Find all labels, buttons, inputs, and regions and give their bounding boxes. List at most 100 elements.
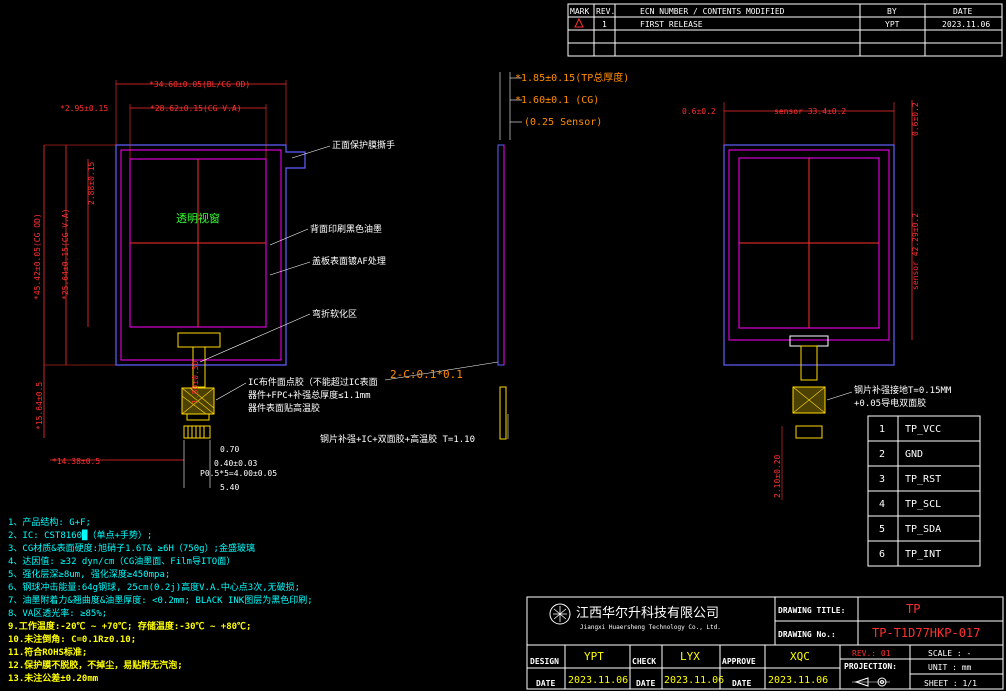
- front-view: 透明视窗 *34.60±0.05(BL/CG OD) *28.62±0.15(C…: [33, 80, 395, 492]
- sheet-label: SHEET : 1/1: [924, 679, 977, 688]
- rev-row-contents: FIRST RELEASE: [640, 20, 703, 29]
- date-check: 2023.11.06: [664, 675, 724, 686]
- date-design: 2023.11.06: [568, 675, 628, 686]
- rev-row-date: 2023.11.06: [942, 20, 990, 29]
- dim-chamfer: 2-C:0.1*0.1: [390, 368, 463, 381]
- callout-grounding-stiffener: 钢片补强接地T=0.15MM: [854, 384, 952, 396]
- dim-cg-od-width: *34.60±0.05(BL/CG OD): [149, 80, 250, 89]
- back-view: 0.6±0.2 sensor 33.4±0.2 0.6±0.2 sensor 4…: [682, 100, 952, 500]
- drawing-no-label: DRAWING No.:: [778, 630, 836, 639]
- design-label: DESIGN: [530, 657, 559, 666]
- note-line: 10.未注倒角: C=0.1Rz0.10;: [8, 633, 136, 645]
- dim-inner-top: 2.88±0.15: [87, 161, 96, 205]
- note-line: 7、油墨附着力&翘曲度&油墨厚度: <0.2mm; BLACK INK图层为黑色…: [8, 594, 313, 606]
- callout-stiffener: 钢片补强+IC+双面胶+高温胶 T=1.10: [320, 433, 475, 445]
- pin-name: TP_RST: [905, 474, 941, 485]
- dim-fpc-length: 1.80±0.30: [191, 360, 200, 404]
- date-label-check: DATE: [636, 679, 655, 688]
- rev-header-mark: MARK: [570, 7, 589, 16]
- dim-cg-va-height: *25.64±0.15(CG V.A): [61, 208, 70, 300]
- check-label: CHECK: [632, 657, 656, 666]
- callout-ic-glue-2: 器件+FPC+补强总厚度≤1.1mm: [248, 389, 371, 401]
- dim-sensor-height: sensor 42.29±0.2: [911, 213, 920, 290]
- rev-row-by: YPT: [885, 20, 900, 29]
- pin-table: 1 TP_VCC 2 GND 3 TP_RST 4 TP_SCL 5 TP_SD…: [867, 415, 981, 567]
- dim-back-left: 0.6±0.2: [682, 107, 716, 116]
- check-by: LYX: [680, 650, 700, 663]
- dim-pin-0-40: 0.40±0.03: [214, 459, 258, 468]
- note-line: 4、达因值: ≥32 dyn/cm（CG油墨面、Film导ITO面）: [8, 555, 235, 567]
- date-label-approve: DATE: [732, 679, 751, 688]
- callout-conductive-tape: +0.05导电双面胶: [854, 397, 926, 409]
- projection-symbol-icon: [852, 677, 890, 687]
- projection-label: PROJECTION:: [844, 662, 897, 671]
- note-line: 5、强化层深≥8um, 强化深度≥450mpa;: [8, 568, 170, 580]
- dim-cg-od-height: *45.42±0.05(CG OD): [33, 213, 42, 300]
- dim-back-top: 0.6±0.2: [911, 102, 920, 136]
- notes-block: 1、产品结构: G+F; 2、IC: CST8160█（单点+手势）; 3、CG…: [8, 516, 313, 684]
- callout-black-ink: 背面印刷黑色油墨: [310, 223, 382, 235]
- dim-back-fpc: 2.10±0.20: [773, 454, 782, 498]
- pin-number: 5: [879, 524, 885, 535]
- note-line: 6、钢球冲击能量:64g钢球, 25cm(0.2j)高度V.A.中心点3次,无破…: [8, 581, 300, 593]
- transparent-window-label: 透明视窗: [176, 211, 220, 225]
- pin-name: GND: [905, 449, 923, 460]
- approve-label: APPROVE: [722, 657, 756, 666]
- callout-af-coating: 盖板表面镀AF处理: [312, 255, 386, 267]
- unit-label: UNIT : mm: [928, 663, 972, 672]
- pin-name: TP_SCL: [905, 499, 941, 510]
- dim-cg-va-width: *28.62±0.15(CG V.A): [150, 104, 242, 113]
- pin-name: TP_INT: [905, 549, 941, 560]
- rev-header-date: DATE: [953, 7, 972, 16]
- scale-label: SCALE : -: [928, 649, 971, 658]
- dim-fpc-width: 5.40: [220, 483, 239, 492]
- approve-by: XQC: [790, 650, 810, 663]
- company-logo-icon: [549, 603, 571, 625]
- design-by: YPT: [584, 650, 604, 663]
- note-line: 12.保护膜不脱胶，不掉尘，易贴附无汽泡;: [8, 659, 183, 671]
- rev-header-contents: ECN NUMBER / CONTENTS MODIFIED: [640, 7, 785, 16]
- callout-bend-area: 弯折软化区: [312, 308, 357, 320]
- note-line: 9.工作温度:-20℃ ~ +70℃; 存储温度:-30℃ ~ +80℃;: [8, 620, 251, 632]
- revision-label: REV.: 01: [852, 649, 891, 658]
- note-line: 3、CG材质&表面硬度:旭硝子1.6T& ≥6H（750g）;金盛玻璃: [8, 542, 255, 554]
- dim-total-height: *15.64±0.5: [35, 382, 44, 430]
- rev-row-rev: 1: [602, 20, 607, 29]
- company-name-cn: 江西华尔升科技有限公司: [576, 606, 719, 621]
- dim-fpc-offset: *14.38±0.5: [52, 457, 100, 466]
- drawing-no-value: TP-T1D77HKP-017: [872, 626, 980, 640]
- date-label-design: DATE: [536, 679, 555, 688]
- revision-table: MARK REV. ECN NUMBER / CONTENTS MODIFIED…: [567, 3, 1003, 57]
- pin-name: TP_SDA: [905, 524, 941, 535]
- drawing-title-label: DRAWING TITLE:: [778, 606, 845, 615]
- pin-number: 4: [879, 499, 885, 510]
- drawing-title-value: TP: [906, 602, 920, 616]
- title-block: 江西华尔升科技有限公司 Jiangxi Huaersheng Technolog…: [526, 596, 1004, 690]
- pin-number: 3: [879, 474, 885, 485]
- dim-left-offset: *2.95±0.15: [60, 104, 108, 113]
- dim-sensor-width: sensor 33.4±0.2: [774, 107, 846, 116]
- dim-pitch: P0.5*5=4.00±0.05: [200, 469, 277, 478]
- pin-number: 2: [879, 449, 885, 460]
- note-line: 1、产品结构: G+F;: [8, 516, 91, 528]
- rev-header-by: BY: [887, 7, 897, 16]
- dim-tp-total-thickness: *1.85±0.15(TP总厚度): [515, 71, 629, 84]
- callout-protective-film: 正面保护膜撕手: [332, 139, 395, 151]
- pin-number: 6: [879, 549, 885, 560]
- fpc-gold-fingers: [183, 425, 211, 439]
- note-line: 11.符合ROHS标准;: [8, 646, 87, 658]
- company-name-en: Jiangxi Huaersheng Technology Co., Ltd.: [580, 624, 721, 631]
- pin-name: TP_VCC: [905, 424, 941, 435]
- side-view: *1.85±0.15(TP总厚度) *1.60±0.1 (CG) (0.25 S…: [320, 71, 629, 445]
- pin-number: 1: [879, 424, 885, 435]
- callout-ic-glue-3: 器件表面贴高温胶: [248, 402, 320, 414]
- revision-triangle-icon: [574, 17, 584, 28]
- dim-cg-thickness: *1.60±0.1 (CG): [515, 95, 599, 106]
- note-line: 2、IC: CST8160█（单点+手势）;: [8, 529, 152, 541]
- date-approve: 2023.11.06: [768, 675, 828, 686]
- note-line: 13.未注公差±0.20mm: [8, 672, 99, 684]
- dim-sensor-thickness: (0.25 Sensor): [524, 117, 602, 128]
- callout-ic-glue-1: IC布件面点胶（不能超过IC表面: [248, 376, 378, 388]
- rev-header-rev: REV.: [596, 7, 615, 16]
